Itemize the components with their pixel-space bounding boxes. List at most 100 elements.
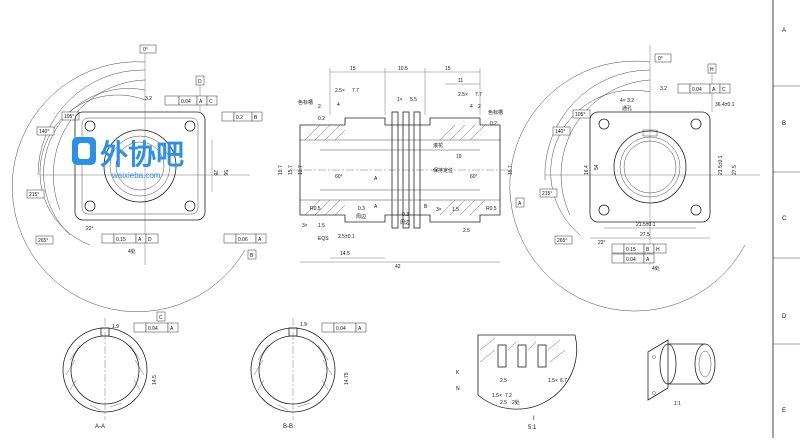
left-fcf-pos-tol: 0.2 (236, 115, 243, 121)
left-fcf-top-ref-a: A (199, 99, 203, 105)
detail-dim-1-5x-b: 1.5× (492, 393, 502, 399)
right-dim-21-5-v: 21.5±0.1 (718, 155, 724, 175)
left-angle-265: 265° (38, 238, 48, 244)
sec-bottom-dim-3x: 3× (436, 207, 442, 213)
sec-bottom-dim-2-5: 2.5±0.1 (338, 234, 355, 240)
sec-label-retain: 保持定位 (433, 167, 453, 174)
bb-fcf-ref: A (358, 326, 362, 332)
iso-scale: 1:1 (674, 401, 681, 407)
right-angle-265: 265° (557, 238, 567, 244)
right-angle-0: 0° (658, 56, 663, 62)
bb-dim-top: 1.9 (300, 322, 307, 328)
watermark-url: waixieba.com (111, 171, 161, 180)
right-hole-note: 4× 3.2 (620, 98, 634, 104)
sec-dim-2-5x-right: 2.5× (458, 92, 468, 98)
right-end-view: 0° 105° 140° 215° 265° H 3.2 0.04 A C 4×… (509, 45, 760, 312)
left-dim-56: 56 (222, 170, 228, 176)
detail-scale: 5:1 (528, 425, 537, 431)
watermark: 外协吧 waixieba.com (72, 137, 184, 180)
right-fcf-bottom-ref-h: H (656, 247, 660, 253)
sec-label-color-groove-left: 色标槽 (298, 99, 313, 106)
sec-right-dim-4: 4 (470, 104, 473, 110)
iso-view: 1:1 (647, 339, 716, 407)
aa-fcf-tol: 0.04 (148, 326, 158, 332)
bb-dia: 14.75 (344, 372, 350, 385)
sec-left-dim-2: 2 (318, 104, 321, 110)
watermark-logo-text: 外协吧 (100, 138, 184, 171)
sec-bottom-dim-14-5: 14.5 (340, 251, 350, 257)
zone-label-a: A (782, 28, 786, 34)
right-fcf-top-tol: 0.04 (692, 87, 702, 93)
sec-label-perimeter-2: 周边 (400, 219, 410, 226)
right-dim-54: 54 (594, 164, 600, 170)
left-fcf-pos-ref-b: B (254, 115, 258, 121)
detail-note: 2处 (512, 399, 520, 406)
aa-label: A-A (95, 424, 105, 430)
bb-label: B-B (283, 424, 293, 430)
zone-border: A B C D E (772, 0, 800, 438)
detail-dim-1-5x-a: 1.5× (548, 378, 558, 384)
left-datum-d: D (198, 79, 202, 85)
sec-right-dim-0-2: 0.2 (490, 121, 497, 127)
left-fcf-top-tol: 0.04 (181, 99, 191, 105)
left-fcf-bottom-ref-a: A (138, 237, 142, 243)
sec-bottom-dim-1-5: 1.5 (452, 207, 459, 213)
right-fcf-top-ref-a: A (712, 87, 716, 93)
detail-i: K N 2.5 1.5× 6.7 1.5× 7.2 2.5 2处 I 5:1 (456, 334, 578, 431)
zone-label-b: B (782, 121, 786, 127)
sec-mark-a-top: A (374, 176, 378, 182)
bb-fcf-tol: 0.04 (336, 326, 346, 332)
right-fcf-bottom2-ref: A (646, 257, 650, 263)
sec-dim-7-7-left: 7.7 (352, 88, 359, 94)
sec-radius-left: R0.5 (310, 206, 321, 212)
section-aa: 1.9 C 0.04 A 14.5 A-A (62, 311, 179, 430)
left-fcf-bottom-tol: 0.15 (116, 237, 126, 243)
sec-label-knurl: 滚花 (433, 142, 443, 149)
sec-mid-angle-left: 60° (335, 174, 343, 180)
sec-mark-b: B (424, 204, 428, 210)
sec-datum-a: A (518, 201, 522, 207)
sec-mid-dim-0-3b: 0.3 (402, 212, 409, 218)
sec-right-dim-2: 2 (478, 104, 481, 110)
aa-fcf-ref: A (170, 326, 174, 332)
right-dim-dia: 36.4±0.1 (715, 102, 735, 108)
sec-dim-15-left: 15 (350, 66, 356, 72)
detail-dim-2-5-b: 2.5 (500, 400, 507, 406)
detail-dim-2-5: 2.5 (500, 378, 507, 384)
right-fcf-bottom2-tol: 0.04 (626, 257, 636, 263)
right-fcf-bottom-ref-b: B (646, 247, 650, 253)
sec-dim-7-7-right: 7.7 (475, 92, 482, 98)
sec-bottom-dim-2-5-right: 2.5 (463, 228, 470, 234)
sec-left-dim-15-7: 15.7 (288, 165, 294, 175)
sec-dim-1x: 1× (397, 97, 403, 103)
left-angle-215: 215° (29, 192, 39, 198)
right-hole-sub: 通孔 (622, 105, 632, 112)
aa-dia: 14.5 (152, 375, 158, 385)
detail-label: I (533, 416, 535, 422)
right-fcf-bottom-tol: 0.15 (626, 247, 636, 253)
left-holes-note: 4处 (128, 248, 136, 255)
sec-label-perimeter-1: 周边 (356, 213, 366, 220)
zone-label-c: C (782, 216, 787, 222)
right-dim-corner: 22° (598, 240, 606, 246)
sec-dim-2-5x: 2.5× (335, 88, 345, 94)
detail-dim-6-7: 6.7 (560, 378, 567, 384)
right-holes-note: 4处 (652, 265, 660, 272)
left-dim-corner: 22° (86, 226, 94, 232)
left-angle-140: 140° (39, 129, 49, 135)
sec-dim-15-right: 15 (445, 66, 451, 72)
left-angle-105: 105° (64, 114, 74, 120)
right-dim-27-5-v: 27.5 (732, 165, 738, 175)
right-angle-215: 215° (542, 191, 552, 197)
right-angle-105: 105° (575, 112, 585, 118)
left-fcf-bottom-ref-d: D (148, 237, 152, 243)
left-dim-3-2: 3.2 (145, 96, 152, 102)
left-angle-0: 0° (143, 47, 148, 53)
right-dim-21-5-h: 21.5±0.1 (636, 222, 656, 228)
sec-mid-dim-19: 19 (456, 154, 462, 160)
sec-mid-angle-right: 60° (470, 174, 478, 180)
sec-bottom-dim-1-5-left: 1.5 (318, 223, 325, 229)
right-dim-3-2: 3.2 (660, 86, 667, 92)
section-view: 15 10.5 15 11 2.5× 7.7 1× 5.5 2.5× 7.7 (278, 66, 525, 270)
